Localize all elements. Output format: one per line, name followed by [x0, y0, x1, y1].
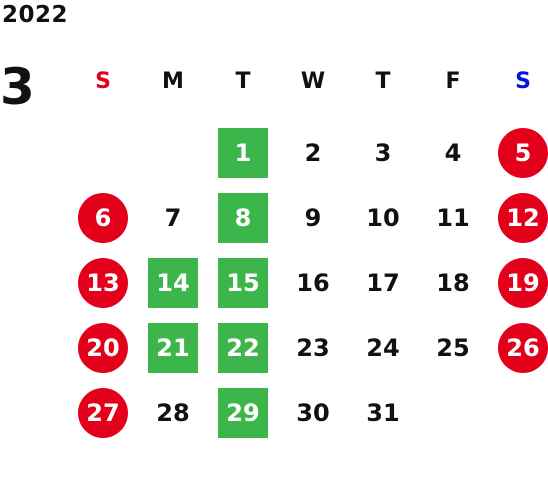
day-cell: 7 — [138, 185, 208, 250]
day-cell: 15 — [208, 250, 278, 315]
red-circle-day-number: 27 — [78, 387, 128, 438]
red-circle-day-number: 20 — [78, 322, 128, 373]
red-circle-day-number: 12 — [498, 192, 548, 243]
day-cell: 24 — [348, 315, 418, 380]
day-number: 18 — [436, 268, 470, 297]
day-cell: 28 — [138, 380, 208, 445]
empty-day-cell — [68, 120, 138, 185]
day-number: 28 — [156, 398, 190, 427]
weekday-header: W — [300, 68, 326, 94]
day-cell: 19 — [488, 250, 548, 315]
day-number: 31 — [366, 398, 400, 427]
day-cell: 21 — [138, 315, 208, 380]
green-square-day-number: 14 — [148, 257, 198, 308]
day-number: 10 — [366, 203, 400, 232]
day-cell: 23 — [278, 315, 348, 380]
day-cell: 31 — [348, 380, 418, 445]
weekday-header: M — [162, 68, 184, 94]
day-cell: 1 — [208, 120, 278, 185]
day-number: 17 — [366, 268, 400, 297]
green-square-day-number: 8 — [218, 192, 268, 243]
day-cell: 3 — [348, 120, 418, 185]
green-square-day-number: 1 — [218, 127, 268, 178]
day-number: 3 — [374, 138, 392, 167]
day-cell: 10 — [348, 185, 418, 250]
day-cell: 2 — [278, 120, 348, 185]
day-cell: 22 — [208, 315, 278, 380]
day-cell: 9 — [278, 185, 348, 250]
day-cell: 26 — [488, 315, 548, 380]
day-cell: 11 — [418, 185, 488, 250]
year-label: 2022 — [2, 2, 69, 28]
day-number: 4 — [444, 138, 462, 167]
day-number: 30 — [296, 398, 330, 427]
red-circle-day-number: 26 — [498, 322, 548, 373]
day-cell: 29 — [208, 380, 278, 445]
day-cell: 18 — [418, 250, 488, 315]
day-cell: 17 — [348, 250, 418, 315]
day-cell: 8 — [208, 185, 278, 250]
green-square-day-number: 21 — [148, 322, 198, 373]
green-square-day-number: 22 — [218, 322, 268, 373]
weekday-header: T — [235, 68, 251, 94]
day-number: 2 — [304, 138, 322, 167]
day-cell: 12 — [488, 185, 548, 250]
day-number: 9 — [304, 203, 322, 232]
green-square-day-number: 15 — [218, 257, 268, 308]
day-cell: 13 — [68, 250, 138, 315]
red-circle-day-number: 6 — [78, 192, 128, 243]
day-cell: 4 — [418, 120, 488, 185]
day-number: 7 — [164, 203, 182, 232]
red-circle-day-number: 19 — [498, 257, 548, 308]
day-number: 11 — [436, 203, 470, 232]
weekday-header: S — [515, 68, 531, 94]
day-cell: 14 — [138, 250, 208, 315]
day-cell: 25 — [418, 315, 488, 380]
day-cell: 27 — [68, 380, 138, 445]
day-cell: 6 — [68, 185, 138, 250]
day-number: 25 — [436, 333, 470, 362]
day-cell: 30 — [278, 380, 348, 445]
day-cell: 5 — [488, 120, 548, 185]
day-number: 16 — [296, 268, 330, 297]
month-number: 3 — [0, 58, 35, 116]
red-circle-day-number: 5 — [498, 127, 548, 178]
weekday-header: F — [445, 68, 461, 94]
green-square-day-number: 29 — [218, 387, 268, 438]
weekday-header: T — [375, 68, 391, 94]
day-number: 24 — [366, 333, 400, 362]
empty-day-cell — [138, 120, 208, 185]
day-cell: 16 — [278, 250, 348, 315]
weekday-header: S — [95, 68, 111, 94]
day-cell: 20 — [68, 315, 138, 380]
red-circle-day-number: 13 — [78, 257, 128, 308]
day-number: 23 — [296, 333, 330, 362]
